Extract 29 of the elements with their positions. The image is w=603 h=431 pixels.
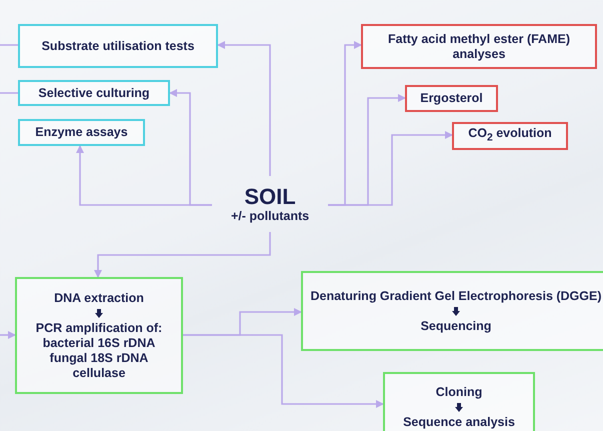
- process-box: [452, 122, 568, 150]
- process-box: [383, 372, 535, 431]
- process-box: [18, 80, 170, 106]
- arrow: [217, 41, 271, 177]
- box-text: PCR amplification of: bacterial 16S rDNA fungal 18S rDNA cellulase: [34, 320, 164, 380]
- box-text: Selective culturing: [38, 86, 150, 100]
- process-box: [361, 24, 597, 69]
- box-text: Enzyme assays: [35, 125, 128, 140]
- arrow: [0, 331, 16, 339]
- process-box: [18, 119, 145, 146]
- arrow: [76, 145, 212, 206]
- process-box: [15, 277, 183, 394]
- box-text: Sequencing: [420, 318, 492, 334]
- process-box: [405, 85, 498, 112]
- arrow: [328, 131, 453, 206]
- title-text: SOIL: [244, 184, 296, 208]
- box-text: Fatty acid methyl ester (FAME) analyses: [387, 32, 571, 62]
- box-text: CO$_{2}$ evolution: [468, 126, 552, 146]
- box-text: DNA extraction: [54, 290, 144, 306]
- process-box: [301, 271, 603, 351]
- box-text: Cloning: [436, 384, 482, 400]
- process-box: [18, 24, 218, 68]
- box-text: Substrate utilisation tests: [42, 38, 194, 54]
- subtitle-text: +/- pollutants: [230, 208, 310, 224]
- arrow: [183, 334, 384, 408]
- arrow: [94, 232, 271, 278]
- box-text: Sequence analysis: [403, 414, 515, 430]
- box-text: Denaturing Gradient Gel Electrophoresis (DGGE): [310, 288, 602, 304]
- box-text: Ergosterol: [420, 91, 483, 106]
